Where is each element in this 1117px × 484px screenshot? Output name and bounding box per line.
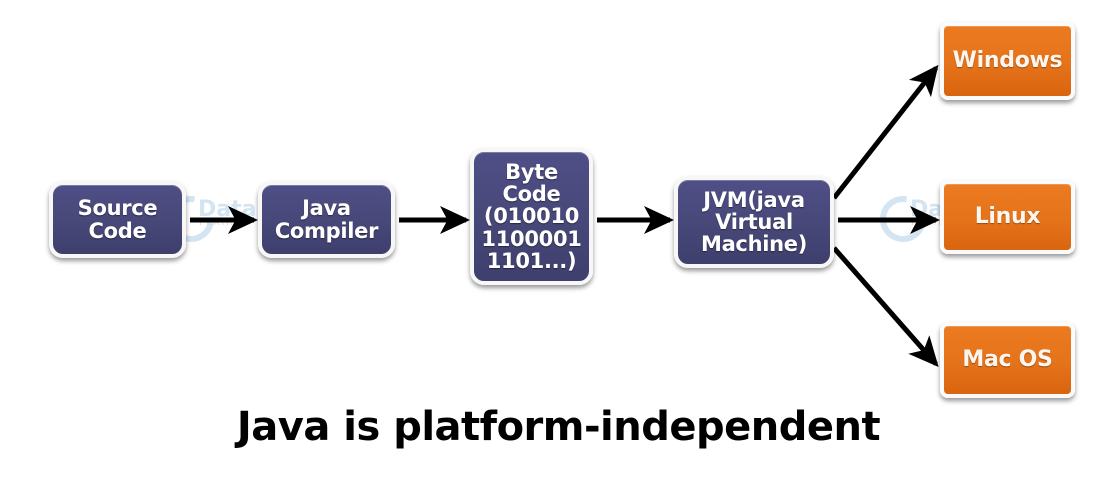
node-label-windows: Windows bbox=[952, 48, 1063, 74]
node-label-byte-code: Byte Code (010010 1100001 1101...) bbox=[481, 159, 582, 273]
node-label-linux: Linux bbox=[974, 204, 1041, 230]
node-label-source-code: Source Code bbox=[77, 196, 158, 243]
edge-jvm-to-macos bbox=[832, 246, 939, 368]
watermark-subtext: FLAIR bbox=[199, 218, 235, 228]
watermark-ring-icon bbox=[870, 186, 936, 252]
node-byte-code[interactable]: Byte Code (010010 1100001 1101...) bbox=[470, 148, 593, 285]
page-title: Java is platform-independent bbox=[236, 404, 881, 450]
node-label-mac-os: Mac OS bbox=[962, 347, 1053, 373]
node-linux[interactable]: Linux bbox=[940, 180, 1075, 254]
node-source-code[interactable]: Source Code bbox=[49, 181, 186, 258]
node-mac-os[interactable]: Mac OS bbox=[940, 322, 1075, 398]
node-java-compiler[interactable]: Java Compiler bbox=[258, 181, 395, 258]
node-label-jvm: JVM(java Virtual Machine) bbox=[700, 187, 808, 257]
node-label-java-compiler: Java Compiler bbox=[274, 196, 379, 243]
node-windows[interactable]: Windows bbox=[940, 22, 1075, 100]
edge-jvm-to-windows bbox=[832, 64, 939, 200]
node-jvm[interactable]: JVM(java Virtual Machine) bbox=[674, 176, 834, 268]
watermark-text: Data bbox=[198, 197, 257, 222]
